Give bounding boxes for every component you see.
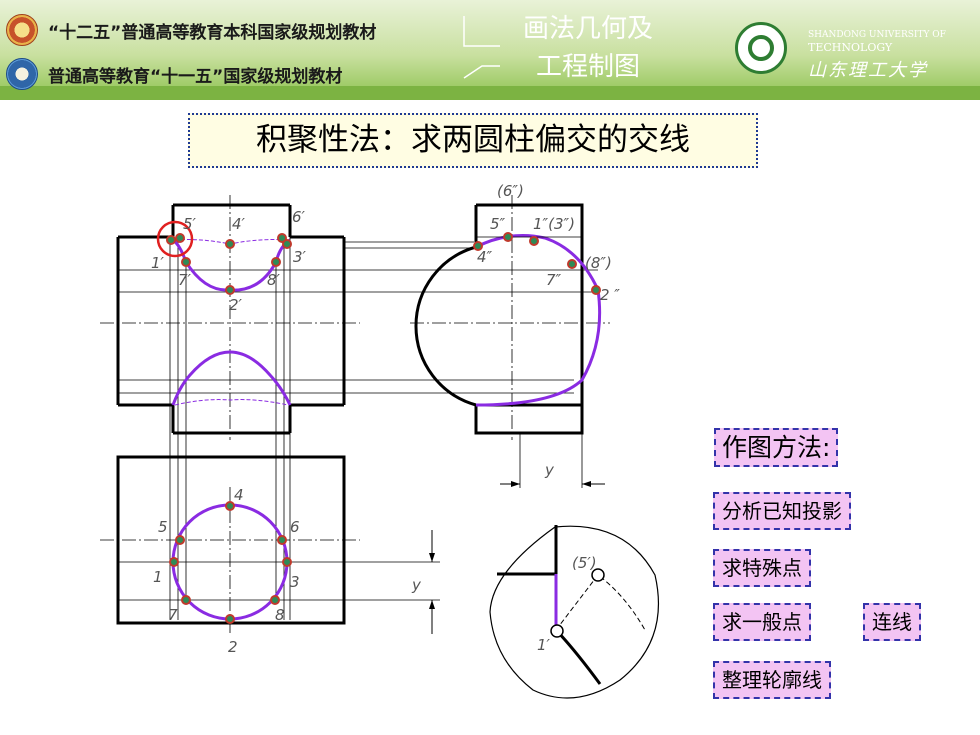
detail-labels: (5′) 1′ xyxy=(537,554,597,654)
svg-text:5′: 5′ xyxy=(183,215,197,233)
svg-text:3′: 3′ xyxy=(293,248,307,266)
front-labels: 5′ 4′ 6′ 1′ 3′ 7′ 8′ 2′ xyxy=(151,208,307,314)
svg-text:6: 6 xyxy=(290,518,300,536)
top-view xyxy=(100,455,440,634)
front-points xyxy=(166,233,292,295)
svg-text:(6″): (6″) xyxy=(497,182,524,200)
svg-text:2 ″: 2 ″ xyxy=(600,286,620,304)
svg-text:4′: 4′ xyxy=(232,215,246,233)
banner-stripe xyxy=(0,86,980,100)
textbook-seal-icon xyxy=(6,14,38,46)
front-view xyxy=(100,195,610,620)
side-labels: (6″) 5″ 1″(3″) 4″ (8″) 7″ 2 ″ y xyxy=(477,182,620,479)
side-points xyxy=(473,232,601,295)
svg-text:1′: 1′ xyxy=(537,636,551,654)
step-tidy-outline[interactable]: 整理轮廓线 xyxy=(713,661,831,699)
step-connect-lines[interactable]: 连线 xyxy=(863,603,921,641)
svg-text:5: 5 xyxy=(158,518,168,536)
top-labels: 4 5 6 1 3 7 8 2 y xyxy=(153,486,422,656)
university-chinese-name: 山东理工大学 xyxy=(808,60,928,81)
svg-text:y: y xyxy=(411,576,422,594)
step-general-points[interactable]: 求一般点 xyxy=(713,603,811,641)
step-analyze-projections[interactable]: 分析已知投影 xyxy=(713,492,851,530)
svg-text:1″(3″): 1″(3″) xyxy=(533,215,575,233)
eleventh-five-year-logo-icon xyxy=(6,58,38,90)
svg-text:6′: 6′ xyxy=(292,208,306,226)
svg-text:1: 1 xyxy=(153,568,163,586)
svg-text:7″: 7″ xyxy=(546,271,562,289)
banner-separator xyxy=(463,16,500,79)
top-points xyxy=(169,501,292,624)
slide-title: 积聚性法：求两圆柱偏交的交线 xyxy=(188,113,758,168)
detail-view xyxy=(489,525,660,699)
header-banner: “十二五”普通高等教育本科国家级规划教材 普通高等教育“十一五”国家级规划教材 … xyxy=(0,0,980,100)
side-view xyxy=(414,203,605,488)
svg-text:2′: 2′ xyxy=(229,296,243,314)
svg-text:y: y xyxy=(544,461,555,479)
svg-text:8′: 8′ xyxy=(267,271,281,289)
series-line-1: “十二五”普通高等教育本科国家级规划教材 xyxy=(48,23,377,43)
svg-text:2: 2 xyxy=(228,638,238,656)
university-logo-icon xyxy=(735,22,787,74)
svg-text:7′: 7′ xyxy=(178,271,192,289)
series-line-2: 普通高等教育“十一五”国家级规划教材 xyxy=(48,67,343,87)
svg-text:(8″): (8″) xyxy=(585,254,612,272)
book-title-line-1: 画法几何及 xyxy=(522,14,653,44)
highlight-ring xyxy=(156,220,194,258)
svg-text:(5′): (5′) xyxy=(572,554,597,572)
book-title-line-2: 工程制图 xyxy=(535,52,640,82)
svg-text:4″: 4″ xyxy=(477,248,493,266)
university-english-name-2: TECHNOLOGY xyxy=(808,41,893,54)
svg-text:1′: 1′ xyxy=(151,254,165,272)
svg-text:7: 7 xyxy=(168,606,178,624)
svg-text:8: 8 xyxy=(275,606,285,624)
step-special-points[interactable]: 求特殊点 xyxy=(713,549,811,587)
svg-text:4: 4 xyxy=(234,486,244,504)
svg-text:3: 3 xyxy=(290,573,300,591)
detail-points xyxy=(550,568,605,638)
svg-text:5″: 5″ xyxy=(490,215,506,233)
university-english-name-1: SHANDONG UNIVERSITY OF xyxy=(808,30,946,40)
method-heading: 作图方法: xyxy=(714,428,839,467)
